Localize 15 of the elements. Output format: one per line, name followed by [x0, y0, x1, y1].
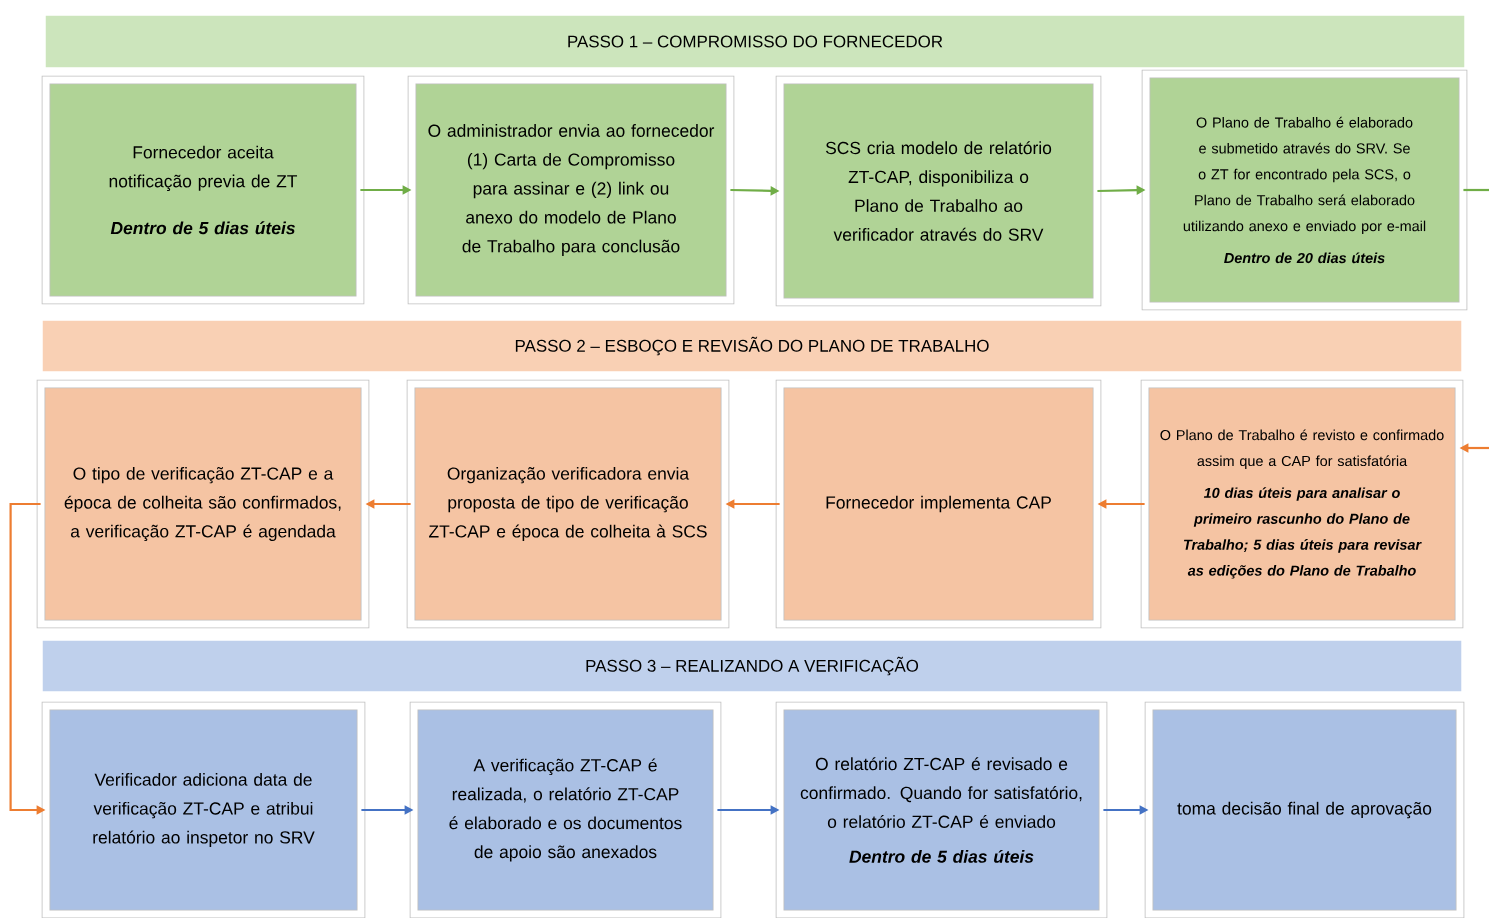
process-box: Fornecedor aceita notificação previa de ZT Dentro de 5 dias úteis — [41, 75, 365, 305]
process-box: Fornecedor implementa CAP — [775, 379, 1102, 629]
process-box: Organização verificadora envia proposta de tipo de verificação ZT-CAP e época de colheita à SCS — [406, 379, 730, 629]
step-banner: PASSO 1 – COMPROMISSO DO FORNECEDOR — [44, 14, 1466, 69]
process-box: A verificação ZT-CAP é realizada, o relatório ZT-CAP é elaborado e os documentos de apoio são anexados — [409, 701, 722, 918]
process-box: toma decisão final de aprovação — [1144, 701, 1465, 918]
process-box: SCS cria modelo de relatório ZT-CAP, disponibiliza o Plano de Trabalho ao verificador através do SRV — [775, 75, 1102, 307]
process-box: O Plano de Trabalho é revisto e confirmado assim que a CAP for satisfatória 10 dias úteis para analisar o primeiro rascunho do Plano de Trabalho; 5 dias úteis para revisar as edições do Plano de Trabalho — [1140, 379, 1464, 629]
process-box: O Plano de Trabalho é elaborado e submetido através do SRV. Se o ZT for encontrado pela SCS, o Plano de Trabalho será elaborado utilizando anexo e enviado por e-mail Dentro de 20 dias úteis — [1141, 69, 1468, 311]
step-banner: PASSO 2 – ESBOÇO E REVISÃO DO PLANO DE TRABALHO — [41, 319, 1463, 373]
process-box: Verificador adiciona data de verificação ZT-CAP e atribui relatório ao inspetor no SRV — [41, 701, 366, 918]
process-box: O relatório ZT-CAP é revisado e confirmado. Quando for satisfatório, o relatório ZT-CAP é enviado Dentro de 5 dias úteis — [775, 701, 1108, 918]
step-banner: PASSO 3 – REALIZANDO A VERIFICAÇÃO — [41, 639, 1463, 693]
process-box: O administrador envia ao fornecedor (1) Carta de Compromisso para assinar e (2) link ou anexo do modelo de Plano de Trabalho para conclusão — [407, 75, 735, 305]
process-box: O tipo de verificação ZT-CAP e a época de colheita são confirmados, a verificação ZT-CAP é agendada — [36, 379, 370, 629]
